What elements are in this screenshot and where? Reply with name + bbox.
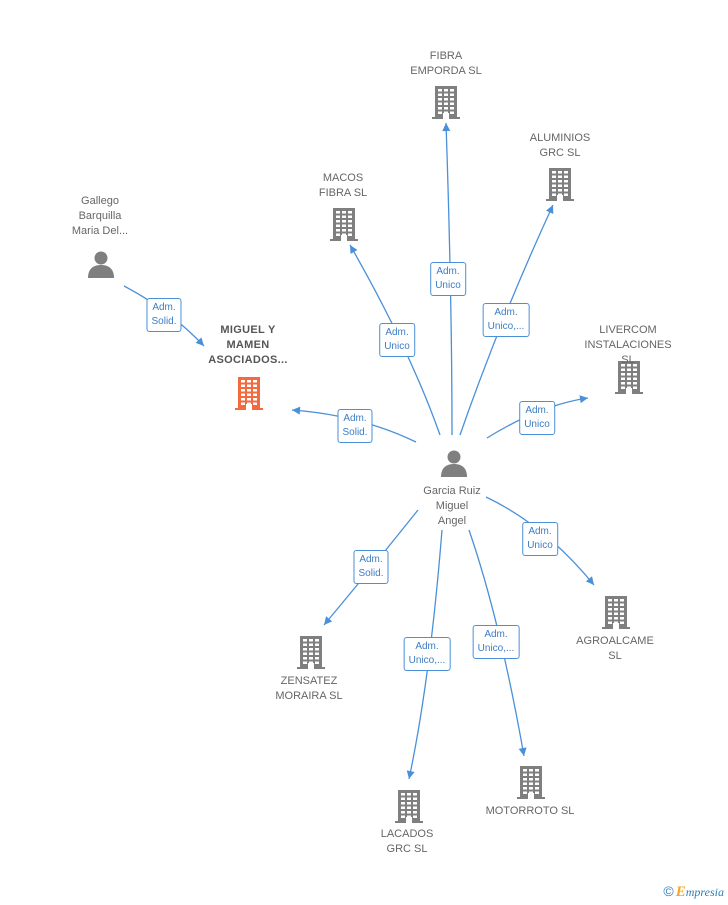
node-label-aluminios-grc[interactable]: ALUMINIOS GRC SL	[529, 132, 591, 159]
person-icon[interactable]	[87, 250, 115, 283]
node-label-agroalcame[interactable]: AGROALCAME SL	[576, 635, 654, 662]
building-icon[interactable]	[297, 635, 325, 674]
edge-label: Adm. Unico	[522, 522, 558, 556]
arrow-head	[324, 616, 333, 625]
building-icon[interactable]	[330, 207, 358, 246]
building-icon[interactable]	[517, 765, 545, 804]
arrow-head	[585, 576, 594, 585]
node-label-livercom[interactable]: LIVERCOM INSTALACIONES SL	[584, 324, 672, 366]
node-label-zensatez[interactable]: ZENSATEZ MORAIRA SL	[275, 675, 343, 702]
building-icon[interactable]	[235, 376, 263, 415]
edge-label: Adm. Unico	[430, 262, 466, 296]
arrow-head	[292, 406, 301, 415]
building-icon[interactable]	[432, 85, 460, 124]
node-label-motorroto[interactable]: MOTORROTO SL	[485, 805, 575, 817]
edge-label: Adm. Unico	[519, 401, 555, 435]
arrow-head	[442, 123, 451, 132]
node-label-fibra-emporda[interactable]: FIBRA EMPORDA SL	[410, 50, 482, 77]
arrow-head	[579, 395, 588, 404]
edge-label: Adm. Solid.	[146, 298, 182, 332]
edge-label: Adm. Unico	[379, 323, 415, 357]
empresia-logo: ©Empresia	[663, 883, 724, 901]
copyright-symbol: ©	[663, 883, 674, 899]
arrow-head	[195, 337, 204, 346]
edge-label: Adm. Unico,...	[482, 303, 530, 337]
building-icon[interactable]	[546, 167, 574, 206]
brand-initial: E	[675, 884, 686, 900]
arrow-head	[518, 747, 527, 756]
edge-label: Adm. Solid.	[337, 409, 373, 443]
node-label-miguel-mamen[interactable]: MIGUEL Y MAMEN ASOCIADOS...	[208, 324, 288, 366]
node-label-gallego[interactable]: Gallego Barquilla Maria Del...	[71, 195, 129, 237]
building-icon[interactable]	[602, 595, 630, 634]
arrow-head	[546, 205, 554, 214]
edge-label: Adm. Unico,...	[472, 625, 520, 659]
arrow-head	[406, 770, 415, 779]
person-icon[interactable]	[440, 449, 468, 482]
arrow-head	[350, 245, 358, 254]
node-label-garcia[interactable]: Garcia Ruiz Miguel Angel	[423, 485, 481, 527]
node-label-lacados[interactable]: LACADOS GRC SL	[380, 828, 434, 855]
building-icon[interactable]	[395, 789, 423, 828]
building-icon[interactable]	[615, 360, 643, 399]
node-label-macos-fibra[interactable]: MACOS FIBRA SL	[318, 172, 368, 199]
edge-label: Adm. Unico,...	[403, 637, 451, 671]
edge-label: Adm. Solid.	[353, 550, 389, 584]
brand-name: mpresia	[685, 885, 724, 899]
